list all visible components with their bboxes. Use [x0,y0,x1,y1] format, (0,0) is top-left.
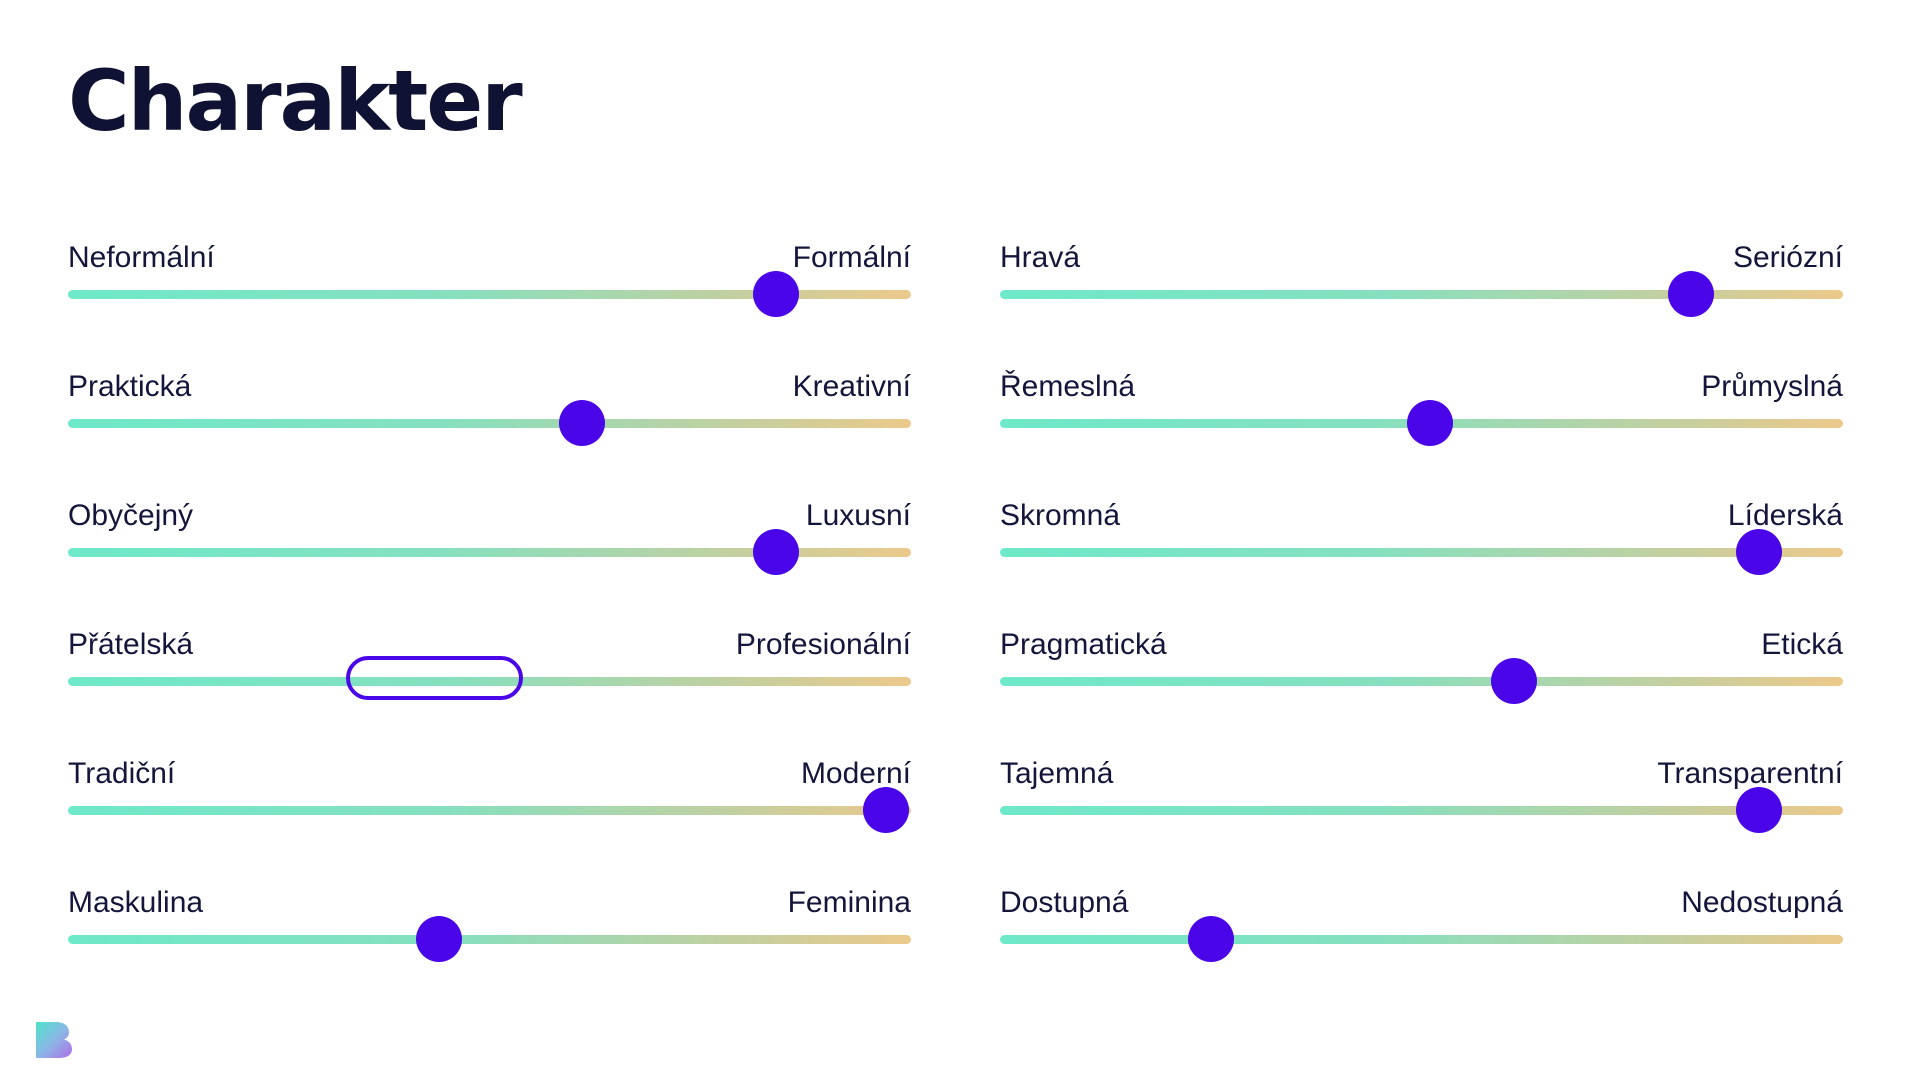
slider-right-label: Průmyslná [1701,370,1843,403]
slider-left-label: Maskulina [68,886,204,919]
slider-right-label: Nedostupná [1681,886,1843,919]
slider-creativity[interactable]: Praktická Kreativní [68,369,911,459]
slider-modernity[interactable]: Tradiční Moderní [68,756,911,846]
slider-luxury[interactable]: Obyčejný Luxusní [68,498,911,588]
slider-left-label: Dostupná [1000,886,1129,919]
slider-track[interactable] [1000,677,1843,686]
slider-right-label: Líderská [1727,499,1843,532]
slider-knob[interactable] [1668,271,1715,317]
slider-left-label: Neformální [68,241,215,274]
slider-seriousness[interactable]: Hravá Seriózní [1000,240,1843,330]
slider-left-label: Obyčejný [68,499,194,532]
slider-knob[interactable] [559,400,606,446]
slider-knob[interactable] [1735,787,1782,833]
slider-formality[interactable]: Neformální Formální [68,240,911,330]
slider-right-label: Etická [1761,628,1843,661]
slider-knob[interactable] [1187,916,1234,962]
slider-left-label: Tajemná [1000,757,1114,790]
slider-knob[interactable] [753,529,800,575]
brand-b-logo-icon [36,1022,72,1058]
slider-left-label: Přátelská [68,628,194,661]
slider-track[interactable] [68,290,911,299]
slider-knob[interactable] [415,916,462,962]
slider-right-label: Feminina [787,886,911,919]
slider-right-label: Moderní [800,757,911,790]
slider-right-label: Transparentní [1657,757,1843,790]
slider-right-label: Profesionální [735,628,911,661]
slider-track[interactable] [68,419,911,428]
slider-right-label: Formální [792,241,911,274]
slider-professionalism[interactable]: Přátelská Profesionální [68,627,911,717]
slider-range-handle[interactable] [346,656,524,700]
slider-right-label: Luxusní [805,499,911,532]
slider-track[interactable] [68,935,911,944]
slider-track[interactable] [68,677,911,686]
slider-knob[interactable] [862,787,909,833]
slider-left-label: Pragmatická [1000,628,1167,661]
slider-craft-industry[interactable]: Řemeslná Průmyslná [1000,369,1843,459]
slider-right-label: Seriózní [1732,241,1843,274]
slider-knob[interactable] [753,271,800,317]
slider-left-label: Praktická [68,370,192,403]
slider-accessibility[interactable]: Dostupná Nedostupná [1000,885,1843,975]
slider-right-label: Kreativní [792,370,911,403]
slider-track[interactable] [68,548,911,557]
slider-ethics[interactable]: Pragmatická Etická [1000,627,1843,717]
slider-track[interactable] [1000,290,1843,299]
slider-left-label: Skromná [1000,499,1121,532]
slider-knob[interactable] [1406,400,1453,446]
slider-left-label: Řemeslná [1000,370,1136,403]
slider-track[interactable] [1000,548,1843,557]
slider-transparency[interactable]: Tajemná Transparentní [1000,756,1843,846]
slider-left-label: Tradiční [68,757,176,790]
slider-track[interactable] [1000,935,1843,944]
slider-femininity[interactable]: Maskulina Feminina [68,885,911,975]
slider-leadership[interactable]: Skromná Líderská [1000,498,1843,588]
slider-knob[interactable] [1735,529,1782,575]
slider-knob[interactable] [1491,658,1538,704]
slider-track[interactable] [68,806,911,815]
slider-left-label: Hravá [1000,241,1081,274]
page-title: Charakter [68,52,523,150]
slider-track[interactable] [1000,806,1843,815]
